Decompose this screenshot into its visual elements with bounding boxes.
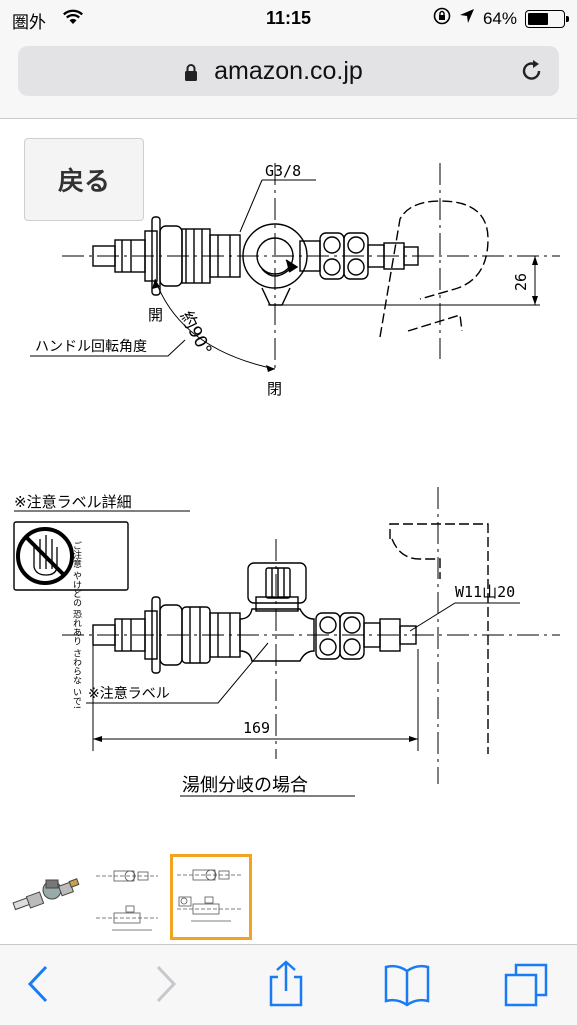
carrier-label: 圏外 xyxy=(12,13,46,33)
page-content: G3/8 26 開 閉 約90° ハンドル回転角度 ※注意ラベル詳細 ご注意 や… xyxy=(0,119,577,944)
url-host: amazon.co.jp xyxy=(214,57,363,85)
back-arrow-icon[interactable] xyxy=(24,959,54,1014)
forward-arrow-icon[interactable] xyxy=(150,959,180,1014)
back-button[interactable]: 戻る xyxy=(24,138,144,221)
thread-label-top: G3/8 xyxy=(265,162,301,180)
reload-icon[interactable] xyxy=(519,58,545,89)
battery-icon xyxy=(525,9,569,28)
browser-toolbar xyxy=(0,944,577,1025)
drawing-caption: 湯側分岐の場合 xyxy=(182,775,308,796)
tabs-icon[interactable] xyxy=(502,959,552,1014)
wifi-icon xyxy=(62,9,84,30)
address-bar[interactable]: amazon.co.jp xyxy=(18,46,559,96)
battery-percent: 64% xyxy=(482,8,517,28)
status-bar: 圏外 11:15 64% xyxy=(0,0,577,36)
caution-label-callout: ※注意ラベル xyxy=(88,685,170,702)
thumbnail-drawing-2[interactable] xyxy=(170,854,252,940)
browser-header: amazon.co.jp xyxy=(0,36,577,119)
handle-angle-label: ハンドル回転角度 xyxy=(35,339,147,355)
rotation-lock-icon xyxy=(433,7,451,30)
lock-icon xyxy=(183,63,199,88)
thumbnail-product-photo[interactable] xyxy=(6,854,88,940)
caution-sticker-text: ご注意 やけどの 恐れあり さわらな いで! xyxy=(71,540,82,709)
label-open: 開 xyxy=(148,306,163,324)
technical-drawing: G3/8 26 開 閉 約90° ハンドル回転角度 ※注意ラベル詳細 ご注意 や… xyxy=(13,162,560,797)
clock: 11:15 xyxy=(265,8,312,28)
location-arrow-icon xyxy=(459,8,475,29)
angle-label: 約90° xyxy=(176,308,216,359)
dim-26: 26 xyxy=(512,273,530,291)
thread-label-bottom: W11山20 xyxy=(455,583,515,601)
thumbnail-drawing-1[interactable] xyxy=(92,854,174,940)
bookmarks-icon[interactable] xyxy=(382,959,432,1014)
dim-169: 169 xyxy=(243,719,270,737)
label-closed: 閉 xyxy=(267,380,282,398)
share-icon[interactable] xyxy=(266,959,306,1014)
caution-detail-title: ※注意ラベル詳細 xyxy=(14,493,132,511)
